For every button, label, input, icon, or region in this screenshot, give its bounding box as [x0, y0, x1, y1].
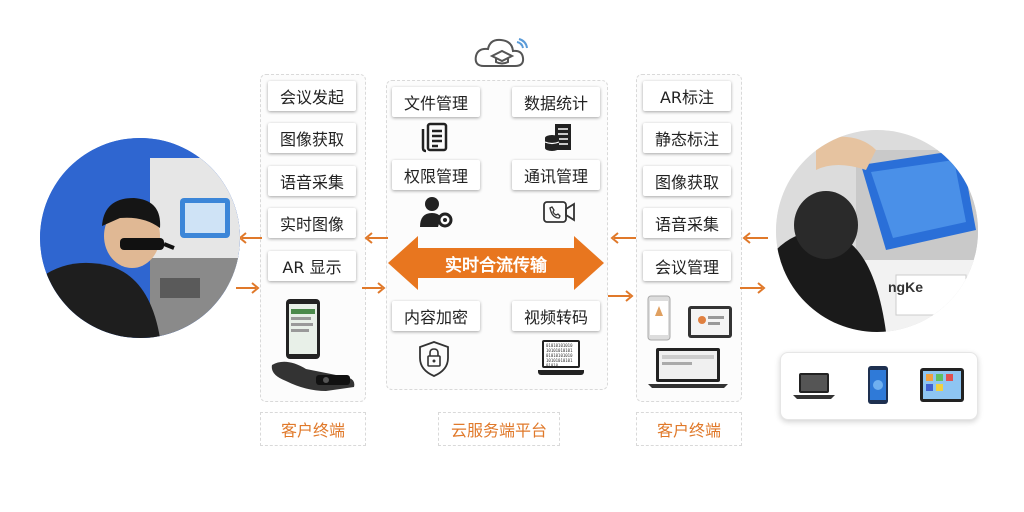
- right-item-image-capture[interactable]: 图像获取: [643, 166, 731, 196]
- left-footer-label: 客户终端: [260, 412, 366, 446]
- center-item-communication-management[interactable]: 通讯管理: [512, 160, 600, 190]
- booth-logo-text: ngKe: [888, 279, 923, 295]
- arrow-left-to-person: [238, 232, 262, 244]
- laptop-code-icon: 01010101010 10101010101 01010101010 1010…: [538, 340, 584, 380]
- user-settings-icon: [420, 197, 453, 228]
- center-item-file-management[interactable]: 文件管理: [392, 87, 480, 117]
- arrow-left-to-center: [362, 282, 386, 294]
- video-call-icon: [543, 201, 575, 223]
- code-line: 01010101010: [546, 343, 573, 348]
- right-item-ar-annotation[interactable]: AR标注: [643, 81, 731, 111]
- center-footer-label: 云服务端平台: [438, 412, 560, 446]
- left-item-image-capture[interactable]: 图像获取: [268, 123, 356, 153]
- left-item-voice-capture[interactable]: 语音采集: [268, 166, 356, 196]
- document-icon: [421, 122, 448, 153]
- left-item-live-image[interactable]: 实时图像: [268, 208, 356, 238]
- code-line: 01010: [546, 363, 559, 368]
- left-item-meeting-start[interactable]: 会议发起: [268, 81, 356, 111]
- right-item-voice-capture[interactable]: 语音采集: [643, 208, 731, 238]
- database-icon: [544, 124, 571, 151]
- right-item-static-annotation[interactable]: 静态标注: [643, 123, 731, 153]
- tablet-user-photo: ngKe: [776, 130, 978, 332]
- realtime-stream-arrow: [388, 236, 604, 290]
- arrow-center-to-left: [364, 232, 388, 244]
- code-line: 10101010101: [546, 348, 573, 353]
- realtime-stream-label: 实时合流传输: [445, 255, 547, 276]
- right-footer-label: 客户终端: [636, 412, 742, 446]
- code-line: 01010101010: [546, 353, 573, 358]
- lock-shield-icon: [419, 341, 449, 377]
- laptop-icon: [793, 373, 835, 399]
- arrow-right-to-person: [740, 282, 766, 294]
- arrow-center-to-right: [608, 290, 634, 302]
- supported-devices-card: [780, 352, 978, 420]
- phone-ar-glasses-image: [271, 299, 355, 391]
- cloud-icon: [474, 38, 528, 67]
- arrow-person-to-left: [236, 282, 260, 294]
- center-item-permission-management[interactable]: 权限管理: [392, 160, 480, 190]
- code-line: 10101010101: [546, 358, 573, 363]
- tablet-icon: [920, 368, 964, 402]
- center-item-content-encryption[interactable]: 内容加密: [392, 301, 480, 331]
- smartphone-icon: [868, 366, 888, 404]
- center-item-data-statistics[interactable]: 数据统计: [512, 87, 600, 117]
- ar-glasses-user-photo: [40, 138, 240, 338]
- arrow-person-to-right: [742, 232, 768, 244]
- center-item-video-transcoding[interactable]: 视频转码: [512, 301, 600, 331]
- left-item-ar-display[interactable]: AR 显示: [268, 251, 356, 281]
- arrow-right-to-center: [610, 232, 636, 244]
- phone-tablet-laptop-image: [647, 295, 732, 388]
- right-item-meeting-management[interactable]: 会议管理: [643, 251, 731, 281]
